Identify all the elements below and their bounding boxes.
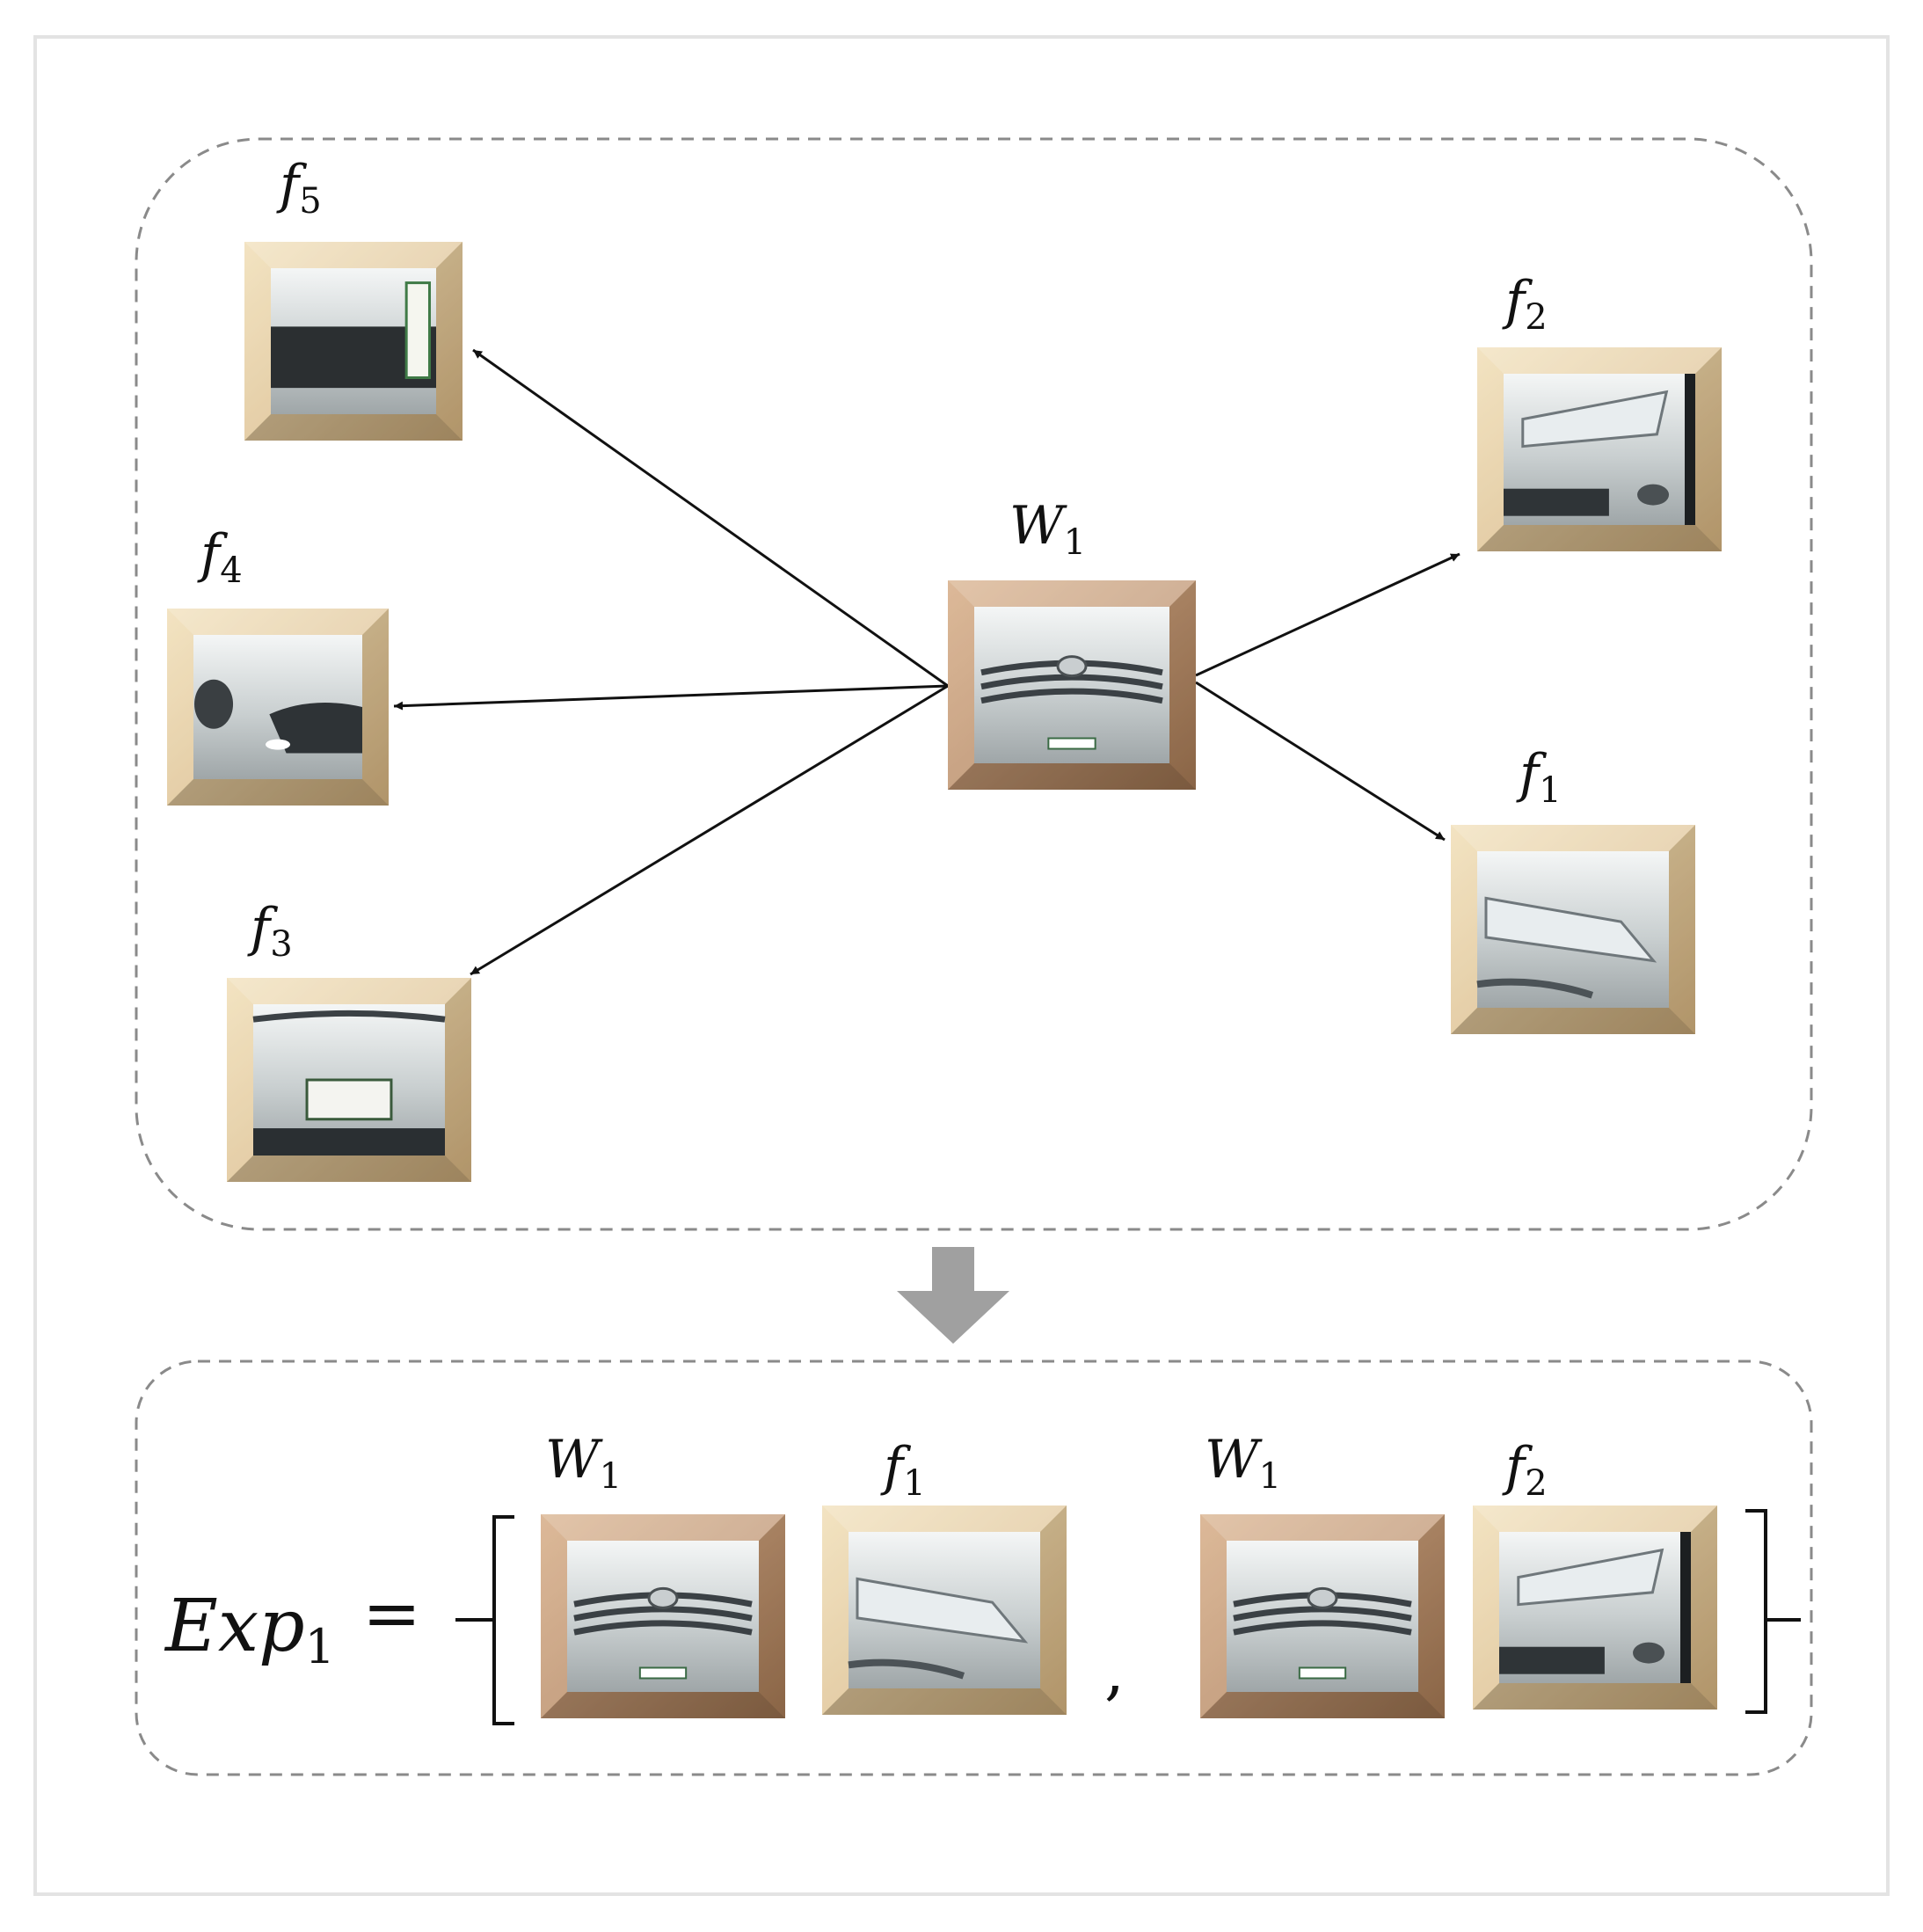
car-part-photo [1227, 1541, 1418, 1692]
car-part-photo [1499, 1532, 1691, 1683]
expression-frame-w1-b [1200, 1514, 1445, 1718]
feature-node-f1 [1451, 825, 1695, 1034]
separator-comma: , [1104, 1634, 1125, 1708]
car-part-photo [1476, 851, 1669, 1008]
left-bracket [455, 1515, 514, 1725]
expression-label-f2: f2 [1502, 1436, 1548, 1504]
car-part-photo [567, 1541, 759, 1692]
equals-sign: = [362, 1572, 421, 1654]
car-part-photo [271, 268, 436, 414]
expression-frame-w1-a [541, 1514, 785, 1718]
window-node-w1 [948, 580, 1196, 790]
label-w1: W1 [1009, 495, 1086, 563]
feature-node-f4 [167, 609, 389, 806]
down-arrow-icon [897, 1247, 1009, 1344]
expression-frame-f1 [822, 1506, 1067, 1715]
edge-w1-to-f5 [472, 348, 949, 688]
feature-node-f3 [227, 978, 471, 1182]
label-f5: f5 [276, 154, 322, 222]
edge-w1-to-f4 [393, 684, 949, 711]
dashed-group-bottom [135, 1360, 1813, 1776]
expression-label-w1-a: W1 [545, 1429, 622, 1497]
edge-w1-to-f2 [1195, 552, 1460, 677]
car-part-photo [974, 607, 1169, 763]
label-f2: f2 [1502, 270, 1548, 338]
car-part-photo [252, 1004, 446, 1156]
feature-node-f2 [1477, 347, 1722, 551]
expression-lhs: Exp1 [164, 1585, 335, 1674]
expression-frame-f2 [1473, 1506, 1717, 1710]
expression-label-w1-b: W1 [1205, 1429, 1281, 1497]
right-bracket [1745, 1509, 1801, 1714]
edge-w1-to-f1 [1195, 681, 1446, 842]
feature-node-f5 [244, 242, 463, 441]
edges [393, 348, 1460, 976]
car-part-photo [848, 1532, 1040, 1688]
edge-w1-to-f3 [470, 684, 949, 976]
car-part-photo [193, 635, 362, 779]
car-part-photo [1504, 374, 1695, 525]
